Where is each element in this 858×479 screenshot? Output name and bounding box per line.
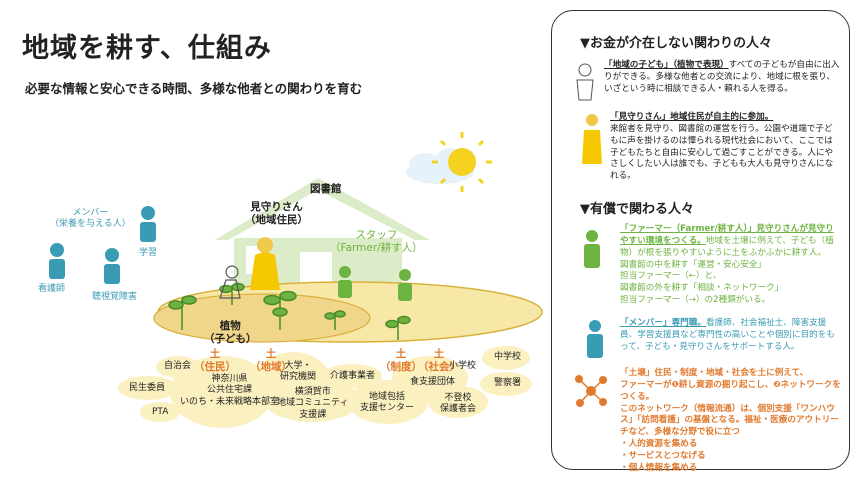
- soil-chiiki-label: 土（地域）: [250, 348, 292, 374]
- nurse-label: 看護師: [38, 284, 66, 294]
- panel-heading-unpaid: ▼お金が介在しない関わりの人々: [580, 36, 772, 51]
- network-icon: [575, 375, 607, 407]
- soil-inner-ellipse: [153, 293, 371, 343]
- panel-block-soil: 「土壌」住民・制度・地域・社会を土に例えて、 ファーマーが❶耕し資源の掘り起こし…: [620, 368, 841, 473]
- org-kaigo: 介護事業者: [330, 371, 376, 381]
- legend-panel: [551, 10, 850, 470]
- org-yokosuka: 横須賀市地域コミュニティ支援課: [277, 387, 349, 420]
- farmer-right-icon: [398, 269, 412, 301]
- org-keisatsu: 警察署: [494, 378, 522, 388]
- farmer-left-icon: [338, 266, 352, 298]
- member-label: メンバー（栄養を与える人）: [50, 208, 131, 230]
- sun-icon: [432, 132, 492, 192]
- mimamori-person-icon: [250, 237, 280, 290]
- org-minsei: 民生委員: [129, 383, 166, 393]
- org-kanagawa: 神奈川県公共住宅課いのち・未来戦略本部室: [180, 374, 280, 407]
- panel-block-member: 「メンバー」専門職。看護師、社会福祉士、障害支援員、学習支援員など専門性の高いこ…: [620, 318, 835, 352]
- soil-bubbles: [118, 346, 532, 428]
- org-daigaku: 大学・研究機関: [280, 361, 317, 383]
- child-reading-icon: [219, 265, 241, 299]
- org-pta: PTA: [152, 407, 169, 417]
- soil-jumin-label: 土（住民）: [194, 348, 236, 374]
- panel-block-mimamori: 「見守りさん」地域住民が自主的に参加。来館者を見守り、図書館の運営を行う。公園や…: [610, 112, 834, 182]
- member-study-icon: [140, 206, 156, 242]
- plant-icon: [168, 282, 411, 340]
- org-chugakko: 中学校: [494, 352, 522, 362]
- page-title: 地域を耕す、仕組み: [22, 33, 272, 64]
- page-subtitle: 必要な情報と安心できる時間、多様な他者との関わりを育む: [25, 81, 363, 96]
- staff-label: スタッフ（Farmer/耕す人）: [330, 229, 423, 255]
- member-hearing-icon: [104, 248, 120, 284]
- soil-seido-label: 土（制度）: [380, 348, 422, 374]
- panel-block-farmer: 「ファーマー（Farmer/耕す人）」見守りさんが見守りやすい環境をつくる。地域…: [620, 224, 834, 306]
- org-jichikai: 自治会: [164, 361, 192, 371]
- library-label: 図書館: [310, 183, 342, 195]
- mimamori-label: 見守りさん（地域住民）: [245, 201, 308, 227]
- mimamori-panel-icon: [582, 114, 602, 164]
- org-shokuji: 食支援団体: [410, 377, 456, 387]
- org-futoko: 不登校保護者会: [440, 393, 477, 415]
- soil-shakai-label: 土（社会）: [418, 348, 460, 374]
- plants-label: 植物（子ども）: [204, 320, 257, 346]
- org-shogakko: 小学校: [449, 361, 477, 371]
- study-label: 学習: [139, 248, 158, 258]
- farmer-panel-icon: [584, 230, 600, 268]
- panel-heading-paid: ▼有償で関わる人々: [580, 202, 694, 217]
- member-panel-icon: [587, 320, 603, 358]
- member-nurse-icon: [49, 243, 65, 279]
- child-reader-icon: [576, 63, 594, 101]
- org-houkatsu: 地域包括支援センター: [360, 392, 415, 414]
- hearing-label: 聴視覚障害: [92, 292, 138, 302]
- panel-block-children: 「地域の子ども」（植物で表現）すべての子どもが自由に出入りができる。多様な他者と…: [604, 60, 840, 94]
